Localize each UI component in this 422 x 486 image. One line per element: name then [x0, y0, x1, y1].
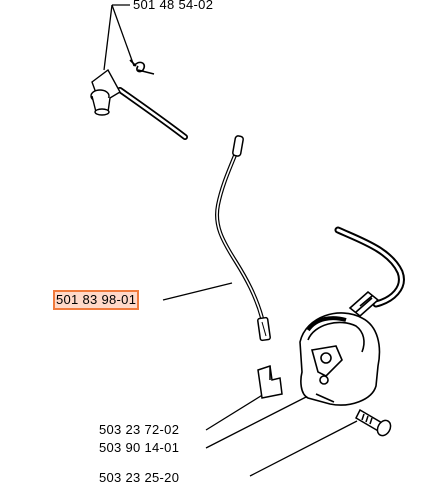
leader-lines — [103, 4, 358, 477]
part-number-ignition-module[interactable]: 503 90 14-01 — [99, 440, 180, 455]
leader-line-screw — [249, 420, 358, 477]
screw — [355, 408, 392, 437]
ignition-module — [299, 226, 405, 406]
leader-line-lead — [162, 282, 233, 301]
leader-line-bracket — [205, 393, 265, 431]
leader-line-spring-b — [111, 4, 135, 67]
part-number-ignition-lead[interactable]: 501 83 98-01 — [52, 290, 140, 310]
spark-plug-cap — [90, 68, 188, 140]
bracket — [257, 365, 283, 399]
part-number-screw[interactable]: 503 23 25-20 — [99, 470, 180, 485]
leader-line-module — [205, 394, 311, 449]
part-number-spring-clip[interactable]: 501 48 54-02 — [133, 0, 214, 12]
ignition-lead — [215, 135, 271, 342]
leader-line-spring-a — [103, 4, 113, 71]
part-number-bracket[interactable]: 503 23 72-02 — [99, 422, 180, 437]
spring-clip — [129, 59, 155, 75]
